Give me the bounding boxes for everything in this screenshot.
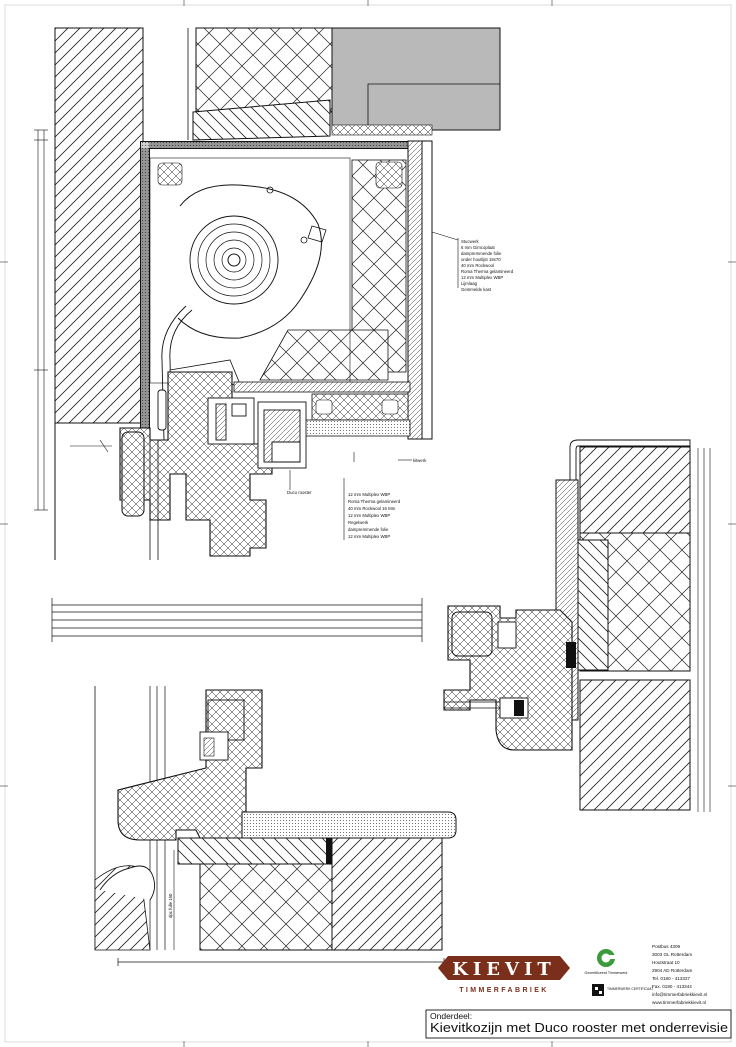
- box-layer-note: Lijmlaag: [461, 281, 478, 286]
- certificate-label: TIMMERWERK CERTIFICAAT: [607, 987, 653, 991]
- frame-layer-note: dampremmende folie: [348, 527, 389, 532]
- sill-detail: dpc fulle 150: [94, 686, 457, 966]
- jamb-detail: [443, 439, 711, 812]
- frame-layer-note: 12 mm Multiplex WBP: [348, 513, 390, 518]
- certification-label: Gecertificeerd Timmerwerk: [585, 971, 628, 975]
- duco-vent: [207, 397, 307, 469]
- address-line: Fax. 0180 - 413344: [652, 984, 692, 989]
- certification-logo: Gecertificeerd Timmerwerk: [585, 949, 628, 975]
- box-layer-note: Roma Therma gelamineerd: [461, 269, 514, 274]
- address-line: 2904 AD Rotterdam: [652, 968, 693, 973]
- kievit-logo: KIEVIT TIMMERFABRIEK: [438, 956, 570, 994]
- box-layer-note: Stucwerk: [461, 239, 480, 244]
- box-layer-note: 40 mm Rockwool: [461, 263, 494, 268]
- duco-note: Duco rooster: [287, 490, 312, 495]
- address-line: Houtstraat 10: [652, 960, 680, 965]
- subject-box: [425, 1009, 732, 1039]
- box-layer-note: 6 mm Gimcoplaat: [461, 245, 495, 250]
- company-subtitle: TIMMERFABRIEK: [459, 987, 549, 994]
- subject-title: Kievitkozijn met Duco rooster met onderr…: [430, 1021, 728, 1035]
- head-detail: [34, 27, 501, 560]
- section-break-lines: [51, 598, 423, 642]
- subject-label: Onderdeel:: [430, 1011, 472, 1021]
- title-block: KIEVIT TIMMERFABRIEK Gecertificeerd Timm…: [425, 944, 732, 1039]
- address-line: Postbus 4309: [652, 944, 681, 949]
- certificate-badge: TIMMERWERK CERTIFICAAT: [592, 984, 653, 996]
- box-layer-note: 12 mm Multiplex WBP: [461, 275, 503, 280]
- address-line: info@timmerfabriekkievit.nl: [652, 992, 707, 997]
- address-line: 3003 GL Rotterdam: [652, 952, 692, 957]
- frame-layer-note: 12 mm Multiplex WBP: [348, 492, 390, 497]
- box-layer-note: dampremmende folie: [461, 251, 502, 256]
- address-line: Tel. 0180 - 413327: [652, 976, 690, 981]
- company-name: KIEVIT: [452, 959, 556, 980]
- roller-shutter-drum: [157, 184, 327, 441]
- seal-note: kitwerk: [413, 458, 427, 463]
- address-line: www.timmerfabriekkievit.nl: [652, 1000, 706, 1005]
- frame-layer-note: 40 mm Rockwool 16 Mm: [348, 506, 396, 511]
- box-layer-note: Gemmelde kast: [461, 287, 492, 292]
- frame-layer-notes: 12 mm Multiplex WBP Roma Therma gelamine…: [348, 492, 401, 539]
- frame-layer-note: Roma Therma gelamineerd: [348, 499, 401, 504]
- sill-tag: dpc fulle 150: [168, 893, 173, 918]
- company-address: Postbus 4309 3003 GL Rotterdam Houtstraa…: [652, 944, 707, 1005]
- box-layer-note: onder houtlijst 18x70: [461, 257, 501, 262]
- frame-layer-note: 12 mm Multiplex WBP: [348, 534, 390, 539]
- box-layer-notes: Stucwerk 6 mm Gimcoplaat dampremmende fo…: [461, 239, 514, 292]
- frame-layer-note: Regelwerk: [348, 520, 369, 525]
